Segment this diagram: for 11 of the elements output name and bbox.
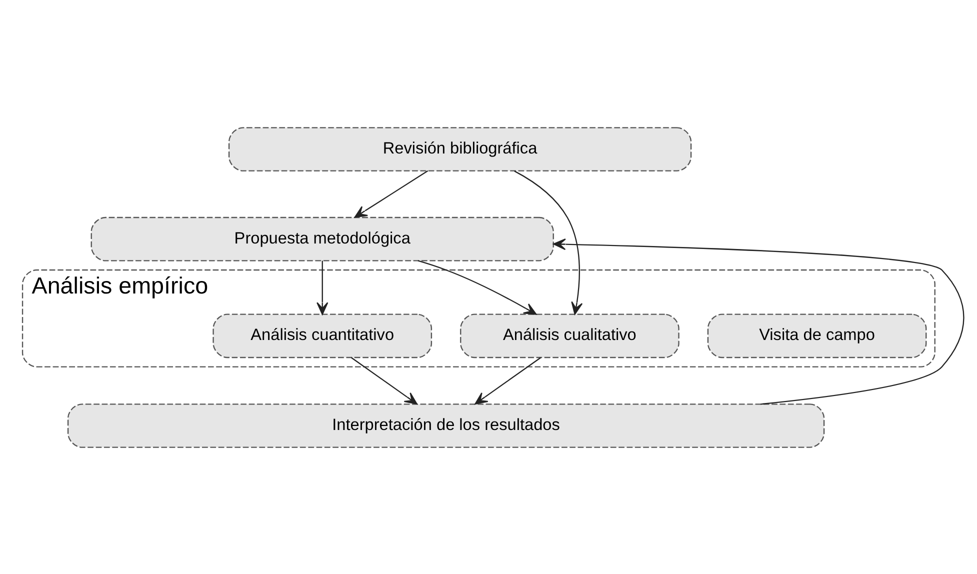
arrow bbox=[474, 356, 542, 404]
node-box: Revisión bibliográfica bbox=[228, 126, 692, 171]
node-box: Análisis cuantitativo bbox=[212, 313, 432, 358]
node-box: Visita de campo bbox=[707, 313, 927, 358]
node-box: Interpretación de los resultados bbox=[67, 403, 825, 448]
arrow bbox=[354, 170, 428, 218]
arrow bbox=[553, 238, 964, 404]
node-box: Propuesta metodológica bbox=[90, 216, 554, 261]
arrow bbox=[316, 260, 328, 314]
arrow bbox=[514, 170, 583, 314]
node-box: Análisis cualitativo bbox=[460, 313, 680, 358]
